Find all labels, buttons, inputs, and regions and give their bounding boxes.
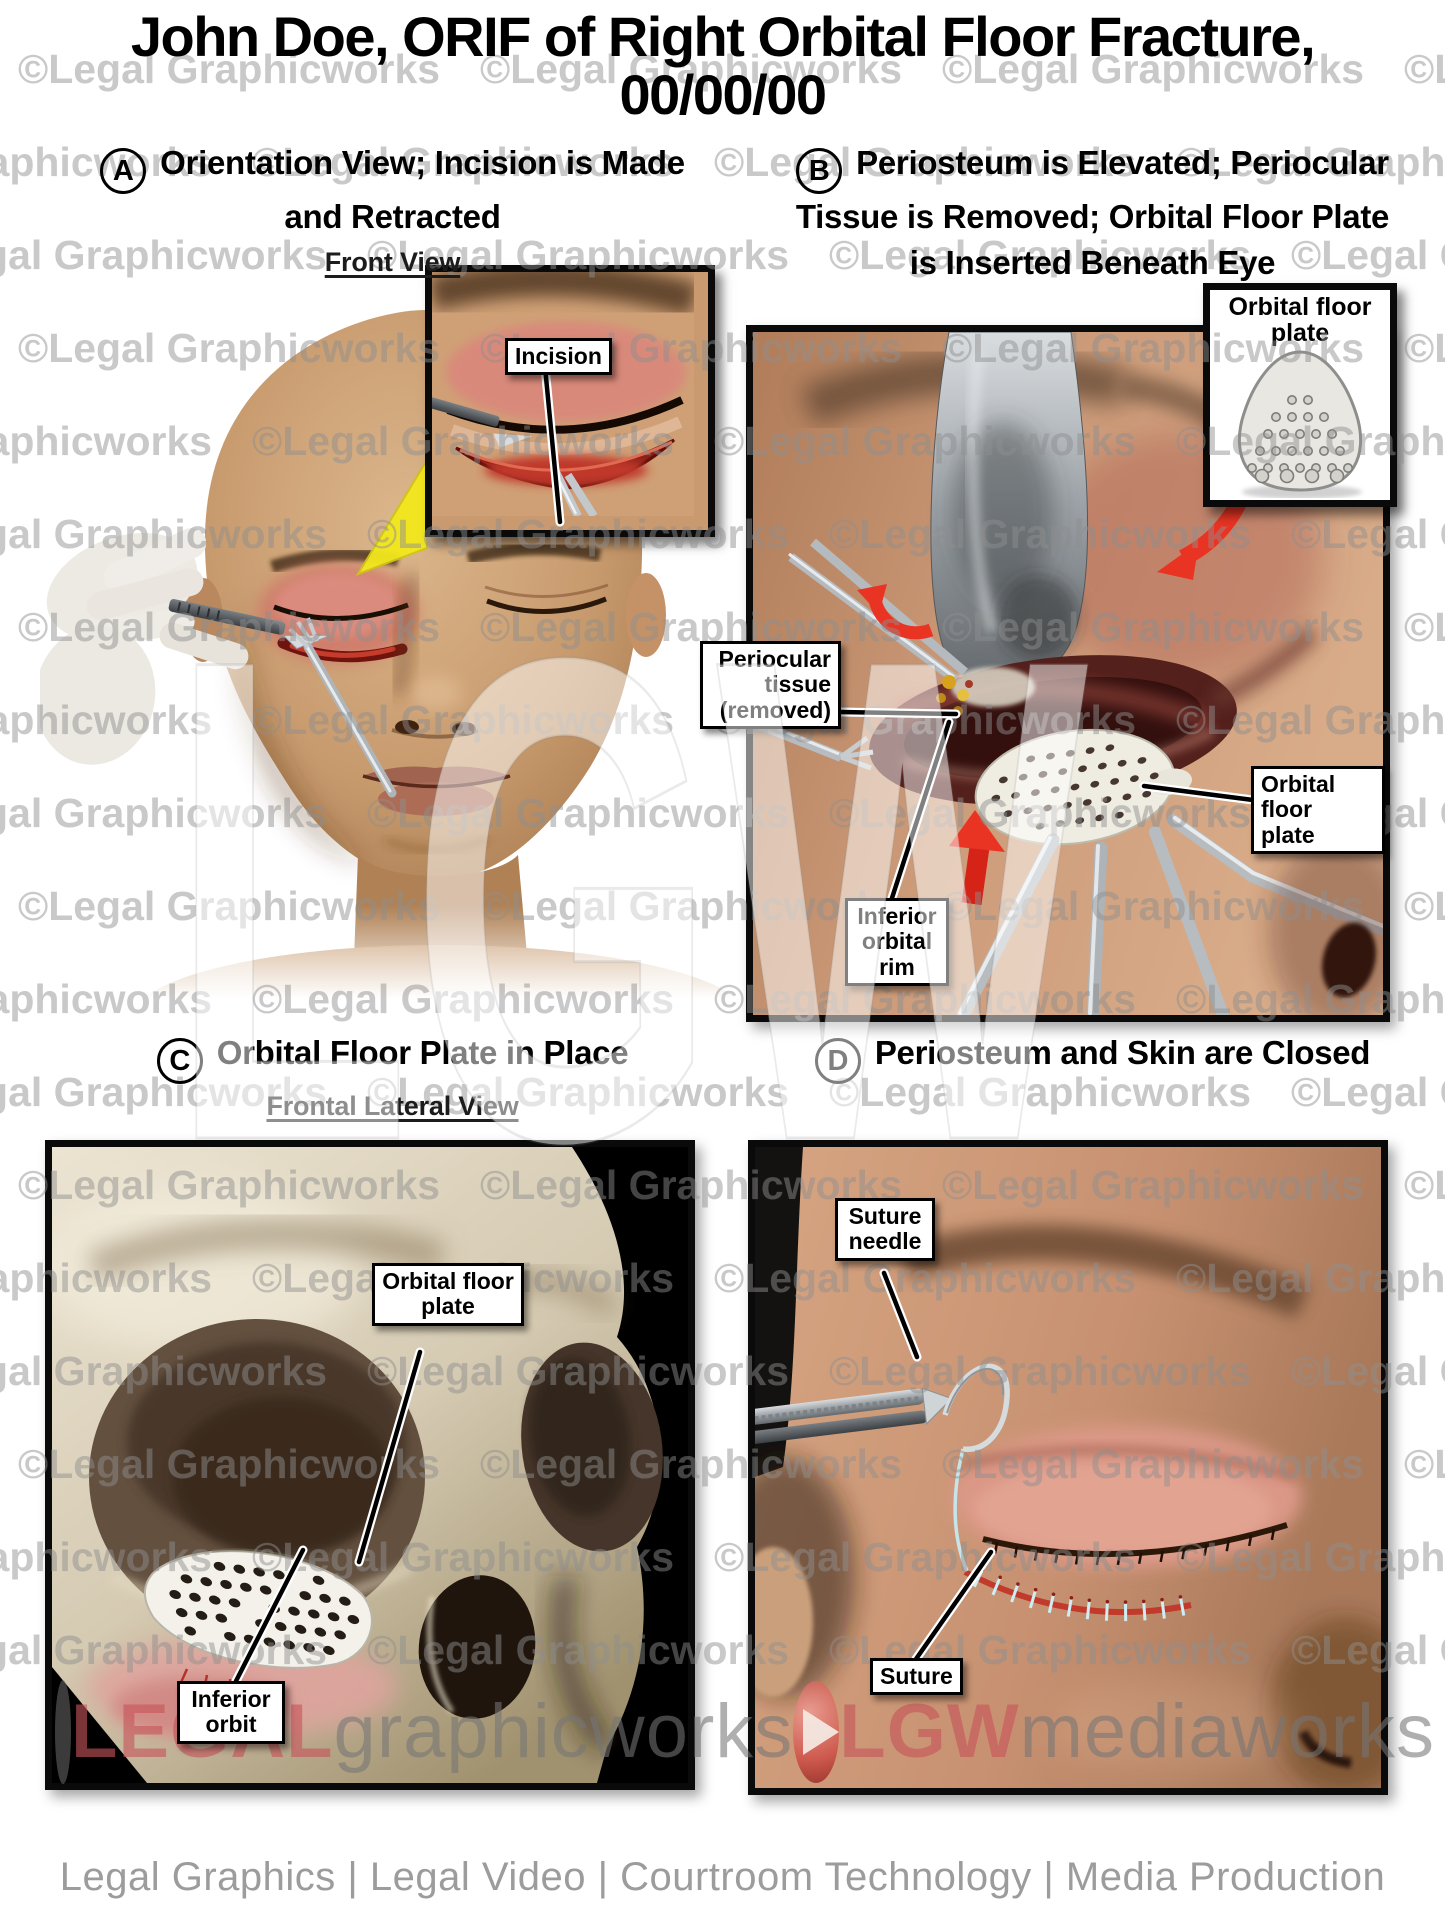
copyright-watermark: ©Legal Graphicworks bbox=[1404, 325, 1445, 371]
page-title: John Doe, ORIF of Right Orbital Floor Fr… bbox=[0, 5, 1445, 127]
panel-a-subheading: Front View bbox=[324, 246, 461, 277]
panel-d-heading: D Periosteum and Skin are Closed bbox=[740, 1030, 1445, 1084]
panel-a-heading: A Orientation View; Incision is Made and … bbox=[40, 140, 745, 281]
page-title-line1: John Doe, ORIF of Right Orbital Floor Fr… bbox=[130, 5, 1316, 68]
page-title-date: 00/00/00 bbox=[619, 63, 827, 127]
label-suture: Suture bbox=[870, 1658, 963, 1696]
footer-services-line: Legal Graphics | Legal Video | Courtroom… bbox=[59, 1855, 1386, 1899]
panel-c-heading-line1: Orbital Floor Plate in Place bbox=[216, 1034, 629, 1071]
panel-c-heading: C Orbital Floor Plate in Place Frontal La… bbox=[40, 1030, 745, 1125]
panel-b-heading: B Periosteum is Elevated; Periocular Tiss… bbox=[740, 140, 1445, 285]
panel-b-heading-line1: Periosteum is Elevated; Periocular bbox=[856, 144, 1389, 181]
scalpel bbox=[168, 598, 331, 650]
gloved-hand bbox=[34, 528, 249, 765]
panel-a-letter-badge: A bbox=[100, 148, 147, 194]
orbital-floor-plate-art bbox=[974, 728, 1193, 846]
panel-c-subheading: Frontal Lateral View bbox=[266, 1091, 519, 1121]
panel-d-letter-badge: D bbox=[814, 1038, 861, 1084]
red-up-arrow bbox=[949, 810, 1005, 906]
suture-needle-art bbox=[942, 1363, 1010, 1452]
label-incision: Incision bbox=[505, 338, 612, 376]
panel-c-letter-badge: C bbox=[156, 1038, 203, 1084]
needle-holder bbox=[744, 1387, 953, 1445]
label-suture-needle: Suture needle bbox=[835, 1198, 935, 1261]
retractor bbox=[288, 617, 397, 798]
panel-c-illustration bbox=[42, 1140, 695, 1790]
panel-d-heading-line1: Periosteum and Skin are Closed bbox=[874, 1034, 1371, 1071]
label-inferior-orbital-rim: Inferior orbital rim bbox=[845, 898, 949, 986]
label-periocular-tissue: Periocular tissue (removed) bbox=[700, 641, 841, 729]
panel-b-heading-line2: Tissue is Removed; Orbital Floor Plate bbox=[795, 198, 1390, 235]
panel-b-letter-badge: B bbox=[796, 148, 843, 194]
copyright-watermark: ©Legal Graphicworks bbox=[1404, 604, 1445, 650]
panel-a-heading-line2: and Retracted bbox=[284, 198, 501, 235]
panel-a-inset-closeup bbox=[425, 265, 715, 537]
copyright-watermark: ©Legal Graphicworks bbox=[1404, 1162, 1445, 1208]
label-inferior-orbit: Inferior orbit bbox=[177, 1681, 285, 1744]
copyright-watermark: ©Legal Graphicworks bbox=[1404, 883, 1445, 929]
copyright-watermark: ©Legal Graphicworks bbox=[1404, 1441, 1445, 1487]
panel-b-heading-line3: is Inserted Beneath Eye bbox=[909, 243, 1276, 281]
label-orbital-floor-plate-c: Orbital floor plate bbox=[372, 1263, 524, 1326]
label-orbital-floor-plate-b: Orbital floor plate bbox=[1251, 766, 1385, 854]
panel-a-heading-line1: Orientation View; Incision is Made bbox=[160, 144, 685, 181]
panel-b-inset-plate: Orbital floor plate bbox=[1203, 283, 1397, 507]
inset-plate-title: Orbital floor plate bbox=[1228, 293, 1372, 348]
